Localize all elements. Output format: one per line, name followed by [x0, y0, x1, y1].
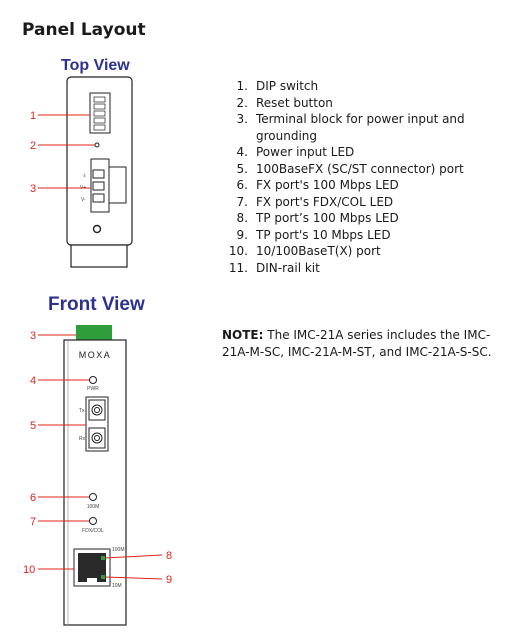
callout-front-6: 6 — [30, 492, 36, 504]
front-view-device: MOXA PWR Tx Rx 100M FDX/COL — [63, 325, 127, 626]
tb-ground-label: ⏚ — [82, 172, 87, 179]
parts-list: 1.DIP switch 2.Reset button 3.Terminal b… — [222, 78, 526, 276]
callout-front-3: 3 — [30, 330, 36, 342]
fx-100m-led — [89, 493, 97, 501]
callout-front-8: 8 — [166, 550, 172, 562]
mount-hole — [92, 224, 102, 234]
list-item: 2.Reset button — [236, 95, 333, 110]
list-item: 9.TP port's 10 Mbps LED — [236, 227, 391, 242]
tb-vminus-label: V- — [81, 197, 86, 203]
led-100m-label: 100M — [87, 504, 100, 510]
fiber-port: Tx Rx — [79, 396, 109, 452]
dip-switch — [89, 92, 111, 134]
list-item: 6.FX port's 100 Mbps LED — [236, 178, 399, 192]
callout-top-3: 3 — [30, 183, 36, 195]
tx-label: Tx — [79, 408, 85, 414]
list-item: 3.Terminal block for power input and gro… — [236, 112, 465, 143]
note-text: The IMC-21A series includes the IMC-21A-… — [222, 328, 492, 359]
list-item: 4.Power input LED — [236, 145, 355, 159]
brand-logo: MOXA — [79, 350, 112, 360]
note: NOTE: The IMC-21A series includes the IM… — [222, 327, 512, 361]
reset-button — [94, 142, 100, 148]
fdx-col-label: FDX/COL — [82, 528, 104, 534]
callout-front-5: 5 — [30, 420, 36, 432]
fdx-col-led — [89, 517, 97, 525]
list-item: 1.DIP switch — [236, 79, 319, 93]
callout-front-7: 7 — [30, 516, 36, 528]
callout-front-4: 4 — [30, 375, 36, 387]
pwr-label: PWR — [87, 386, 99, 392]
callout-top-2: 2 — [30, 140, 36, 152]
rj45-port: 100M 10M — [73, 547, 125, 589]
list-item: 11.DIN-rail kit — [228, 260, 320, 275]
callout-front-10: 10 — [23, 564, 35, 576]
list-item: 7.FX port's FDX/COL LED — [236, 194, 394, 209]
list-item: 5.100BaseFX (SC/ST connector) port — [236, 161, 464, 176]
rx-label: Rx — [79, 436, 86, 442]
port-100m-label: 100M — [112, 547, 125, 553]
callout-top-1: 1 — [30, 110, 36, 122]
page-title: Panel Layout — [22, 20, 146, 40]
panel-diagram: ⏚ V+ V- 1 2 3 MOXA PWR — [23, 76, 172, 626]
terminal-block: ⏚ V+ V- — [80, 158, 127, 213]
port-10m-label: 10M — [112, 583, 122, 589]
list-item: 8.TP port’s 100 Mbps LED — [236, 211, 399, 225]
callout-front-9: 9 — [166, 574, 172, 586]
top-view-title: Top View — [61, 57, 130, 74]
list-item: 10.10/100BaseT(X) port — [228, 244, 381, 258]
terminal-block-green — [76, 325, 112, 341]
front-view-title: Front View — [48, 294, 145, 315]
note-label: NOTE: — [222, 328, 264, 342]
pwr-led — [89, 376, 97, 384]
top-view-device: ⏚ V+ V- — [66, 76, 133, 268]
